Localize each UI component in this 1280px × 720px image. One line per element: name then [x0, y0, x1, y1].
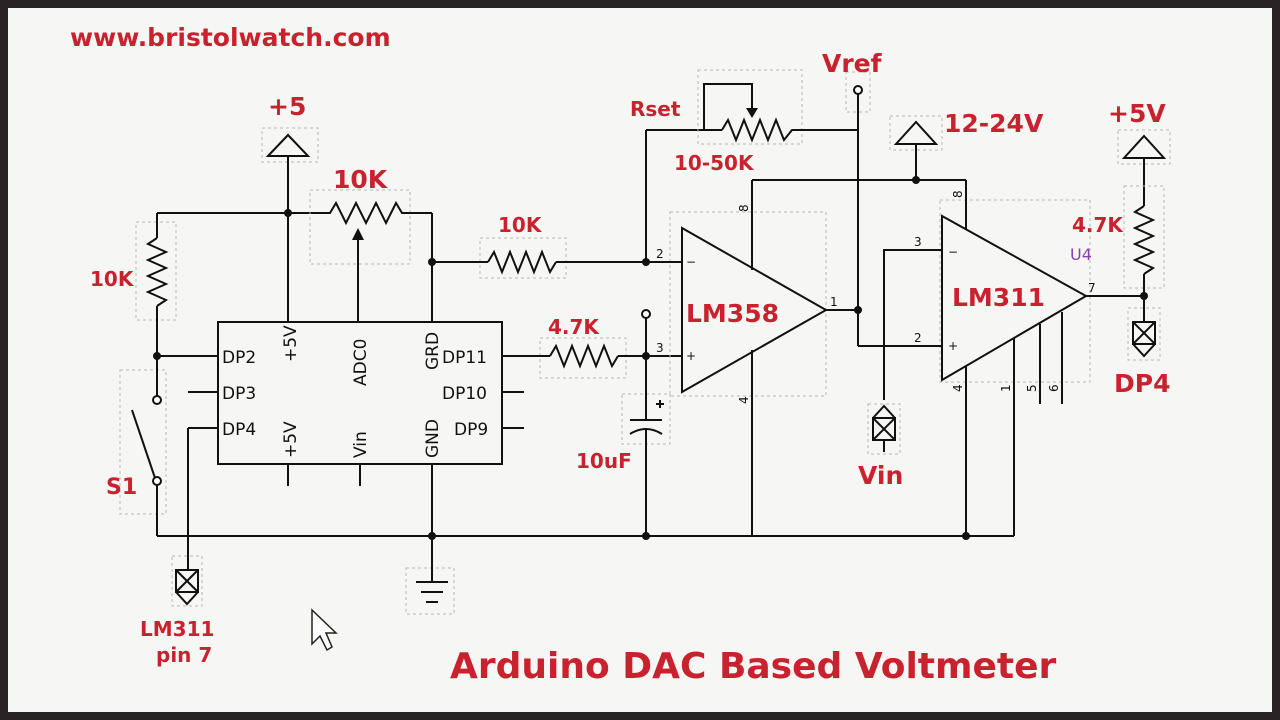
dp4-label: DP4: [1114, 369, 1170, 398]
arduino-board: [157, 321, 538, 536]
lm311-pin-7: 7: [1088, 281, 1096, 295]
lm358-pin-8: 8: [737, 204, 751, 212]
opamp-lm358-label: LM358: [686, 299, 779, 328]
capacitor-10uf-label: 10uF: [576, 449, 632, 473]
resistor-10k-left: [135, 213, 177, 356]
pin-label-bottom-5v: +5V: [281, 421, 301, 458]
lm358-pin-4: 4: [737, 396, 751, 404]
pin-label-adc0: ADC0: [351, 339, 371, 386]
svg-text:+: +: [686, 349, 696, 363]
potentiometer-10k: [309, 189, 433, 322]
lm311-pin7-label-line2: pin 7: [156, 643, 212, 667]
ground-symbol: [405, 536, 455, 615]
resistor-10k-left-label: 10K: [90, 267, 135, 291]
opamp-lm358: − +: [646, 180, 858, 536]
vref-label: Vref: [822, 49, 883, 78]
connector-vin: [867, 403, 901, 455]
pin-label-grd: GRD: [423, 332, 443, 370]
pin-label-vin: Vin: [351, 431, 371, 458]
resistor-10k-middle: [432, 237, 646, 279]
resistor-4k7-right-label: 4.7K: [1072, 213, 1124, 237]
page-title: Arduino DAC Based Voltmeter: [450, 646, 1057, 687]
rset-value-label: 10-50K: [674, 151, 755, 175]
lm311-pin-2: 2: [914, 331, 922, 345]
supply-12-24v-symbol: [889, 115, 943, 180]
connector-dp4: [1127, 307, 1161, 361]
pin-label-dp3: DP3: [222, 384, 256, 404]
potentiometer-10k-label: 10K: [333, 165, 389, 194]
pin-label-dp11: DP11: [442, 348, 487, 368]
vin-label: Vin: [858, 461, 903, 490]
lm358-pin-1: 1: [830, 295, 838, 309]
lm311-pin-5: 5: [1025, 384, 1039, 392]
plus5v-supply-symbol: [1117, 129, 1171, 196]
lm358-pin-2: 2: [656, 247, 664, 261]
svg-text:−: −: [686, 255, 696, 269]
junction-dot: [1140, 292, 1148, 300]
plus5v-label: +5V: [1108, 99, 1166, 128]
junction-dot: [854, 306, 862, 314]
pin-label-top-5v: +5V: [281, 325, 301, 362]
pin-label-dp10: DP10: [442, 384, 487, 404]
lm311-pin-3: 3: [914, 235, 922, 249]
potentiometer-rset: [697, 69, 858, 145]
switch-s1-label: S1: [106, 475, 137, 500]
comparator-ref-label: U4: [1070, 245, 1092, 264]
resistor-4k7-middle-label: 4.7K: [548, 315, 600, 339]
pin-label-dp4: DP4: [222, 420, 256, 440]
connector-lm311-pin7: [171, 555, 203, 607]
comparator-lm311: − +: [858, 180, 1144, 536]
lm311-pin-6: 6: [1047, 384, 1061, 392]
pin-label-dp9: DP9: [454, 420, 488, 440]
resistor-10k-middle-label: 10K: [498, 213, 543, 237]
lm311-pin7-label-line1: LM311: [140, 617, 214, 641]
junction-dot: [284, 209, 292, 217]
comparator-lm311-label: LM311: [952, 283, 1045, 312]
rset-label: Rset: [630, 97, 681, 121]
pin-label-gnd: GND: [423, 419, 443, 458]
lm358-pin-3: 3: [656, 341, 664, 355]
lm311-pin-4: 4: [951, 384, 965, 392]
mouse-cursor-icon: [311, 608, 338, 652]
supply-12-24v-label: 12-24V: [944, 109, 1044, 138]
lm311-pin-8: 8: [951, 190, 965, 198]
resistor-4k7-right: [1123, 185, 1165, 322]
junction-dot: [912, 176, 920, 184]
pin-label-dp2: DP2: [222, 348, 256, 368]
switch-s1[interactable]: [119, 356, 167, 536]
lm311-pin-1: 1: [999, 384, 1013, 392]
capacitor-10uf: [621, 356, 671, 536]
website-label: www.bristolwatch.com: [70, 23, 391, 52]
svg-text:+: +: [948, 339, 958, 353]
plus5-label: +5: [268, 92, 306, 121]
plus5-supply-symbol: [261, 127, 319, 322]
svg-text:−: −: [948, 245, 958, 259]
